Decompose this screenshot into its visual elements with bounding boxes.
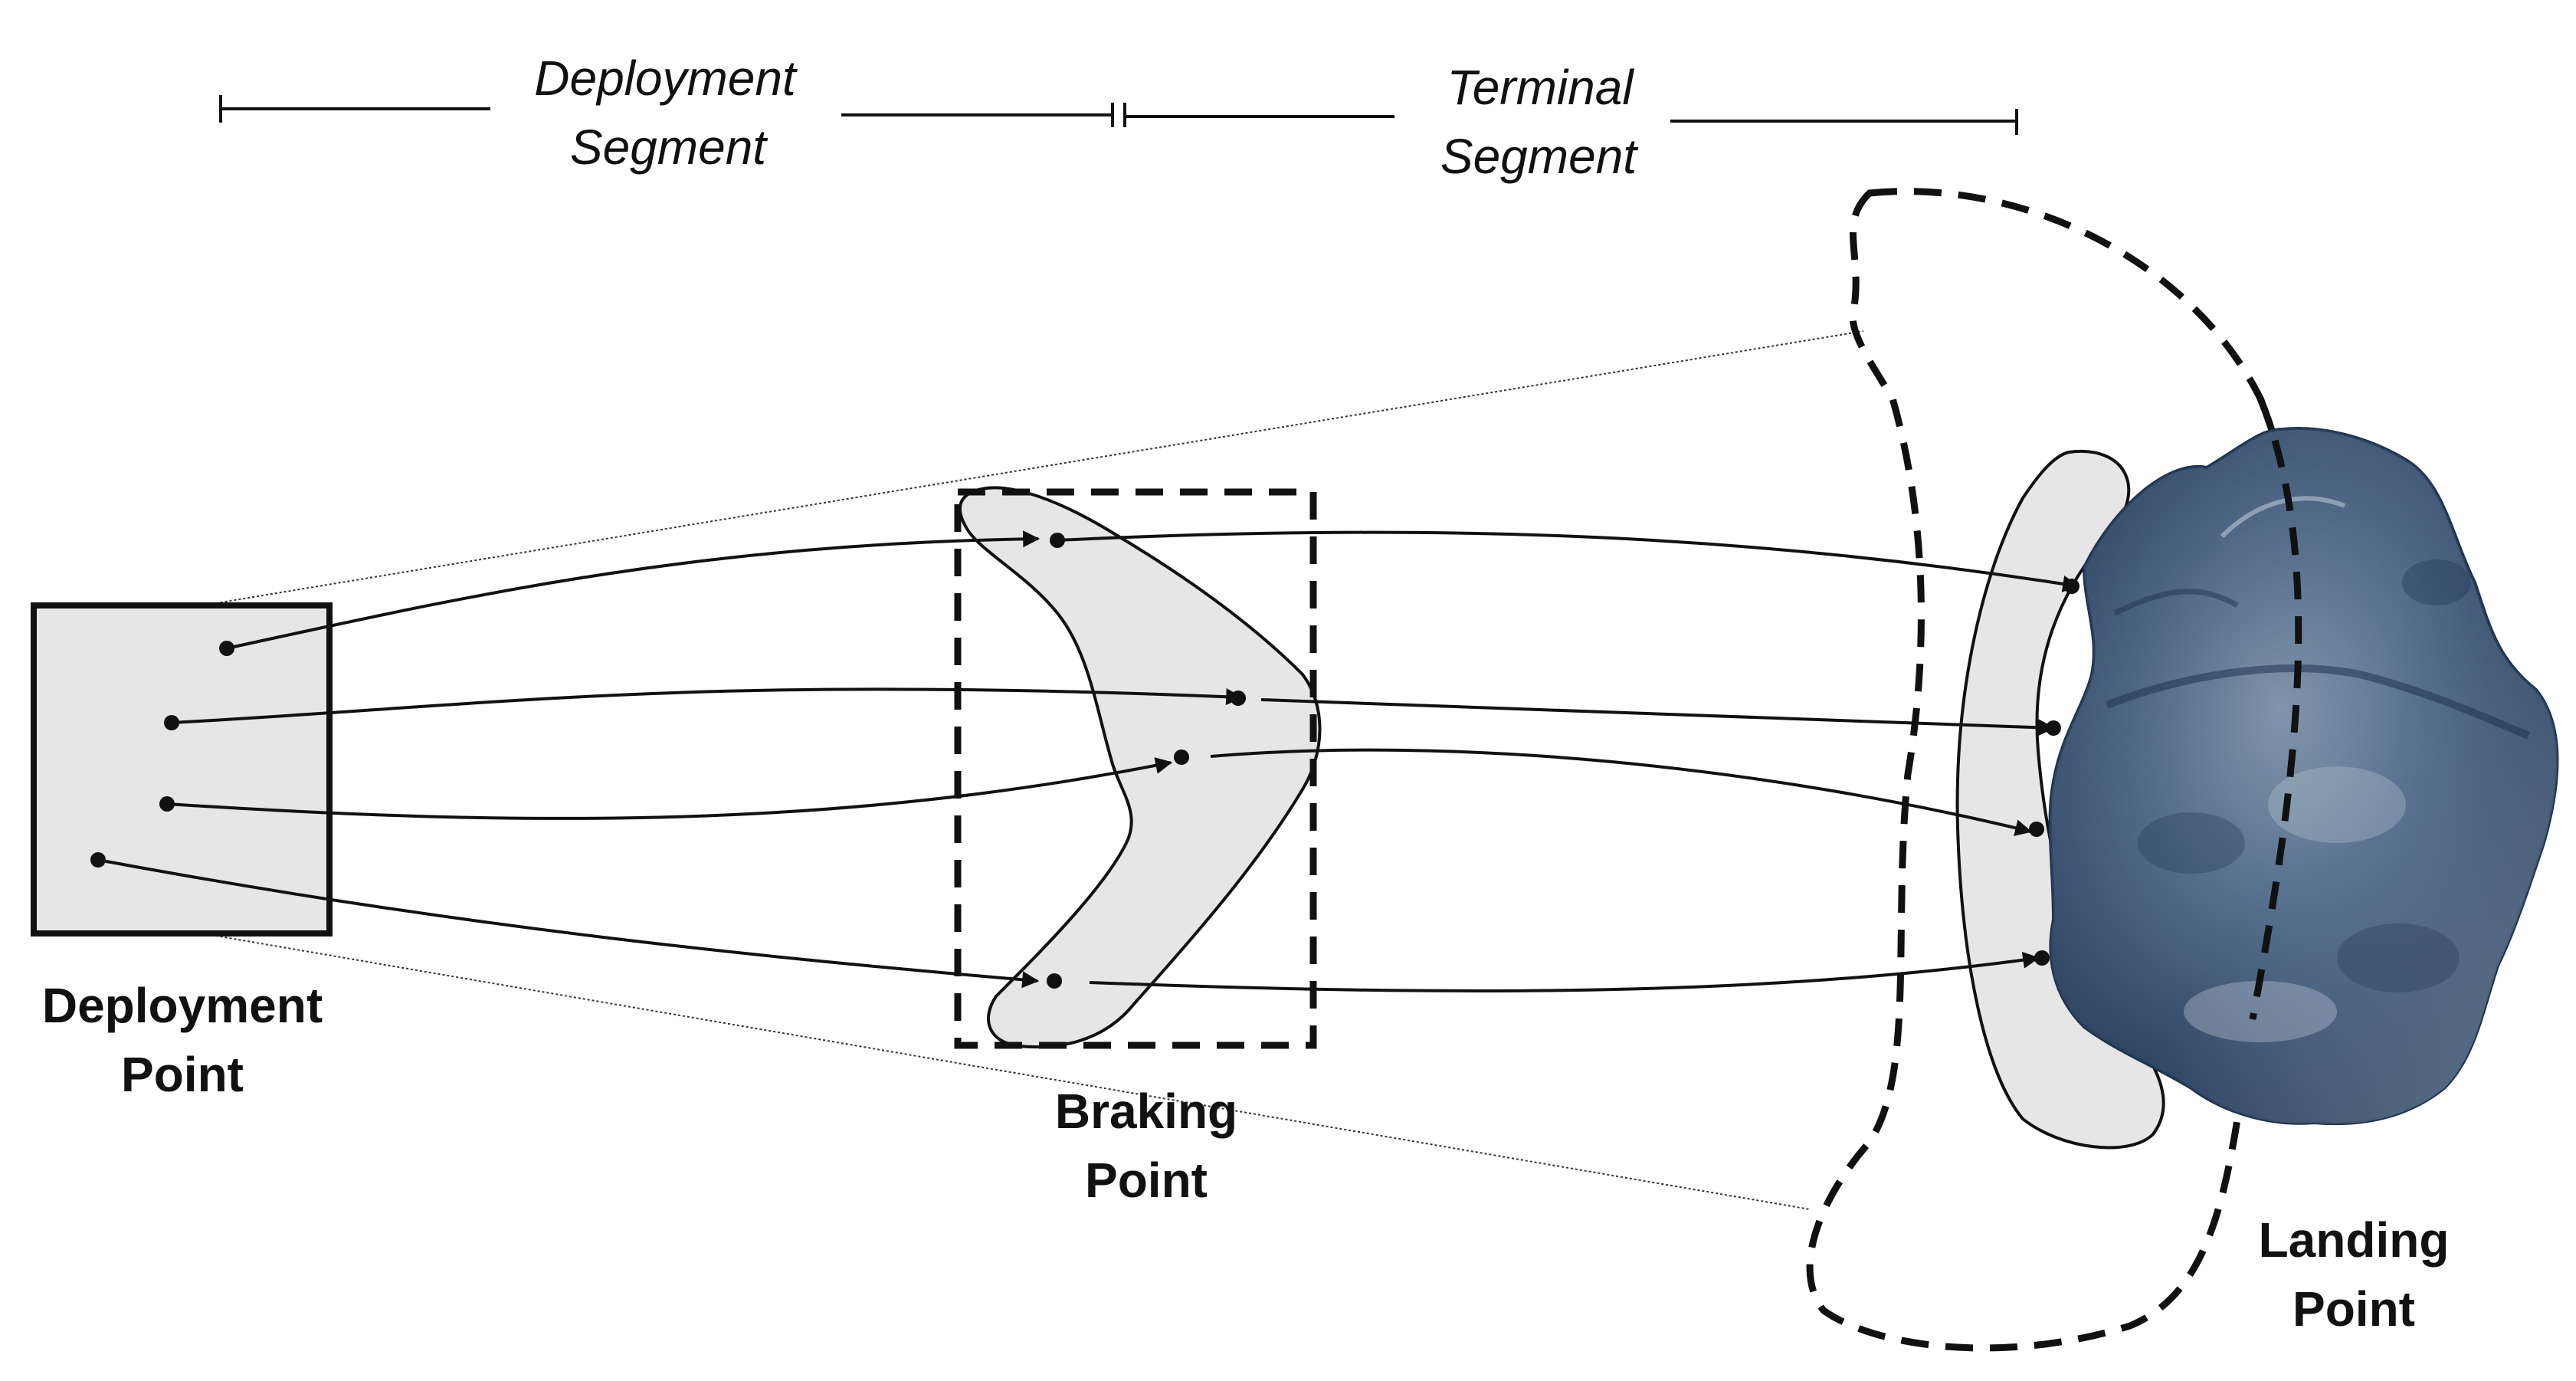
braking-point-label-2: Point	[1085, 1153, 1208, 1208]
trajectories-terminal	[1057, 530, 2080, 992]
deployment-segment-label-2: Segment	[570, 120, 768, 175]
segment-bars	[219, 95, 2018, 135]
dot-deploy-1	[219, 641, 234, 656]
braking-point-label-1: Braking	[1055, 1084, 1237, 1139]
dot-brake-2	[1231, 690, 1246, 706]
deployment-segment-label-1: Deployment	[534, 51, 798, 106]
dot-brake-1	[1050, 533, 1065, 548]
perspective-lines	[202, 330, 1864, 1210]
landing-point-label-1: Landing	[2259, 1212, 2450, 1268]
terminal-segment-label-2: Segment	[1440, 129, 1638, 184]
deployment-point-label-2: Point	[121, 1047, 244, 1102]
deployment-box	[31, 602, 333, 937]
terminal-segment-label-1: Terminal	[1447, 60, 1634, 115]
landing-crescent	[1955, 449, 2165, 1150]
dot-deploy-4	[90, 852, 106, 868]
dot-land-3	[2029, 822, 2044, 837]
dot-brake-4	[1047, 973, 1062, 989]
dot-land-4	[2034, 950, 2050, 966]
deployment-point-label-1: Deployment	[42, 978, 323, 1033]
asteroid	[2048, 427, 2559, 1126]
trajectories-deployment	[97, 530, 1244, 989]
dot-deploy-3	[159, 796, 175, 812]
landing-point-label-2: Point	[2293, 1281, 2415, 1337]
dot-land-1	[2064, 579, 2079, 594]
dot-land-2	[2046, 720, 2061, 736]
dot-deploy-2	[164, 715, 179, 730]
dot-brake-3	[1174, 750, 1189, 765]
braking-box	[954, 488, 1317, 1049]
trajectory-dots	[90, 533, 2079, 989]
landing-region-overlay	[2249, 397, 2302, 1020]
landing-region-outline	[1806, 188, 2302, 1352]
